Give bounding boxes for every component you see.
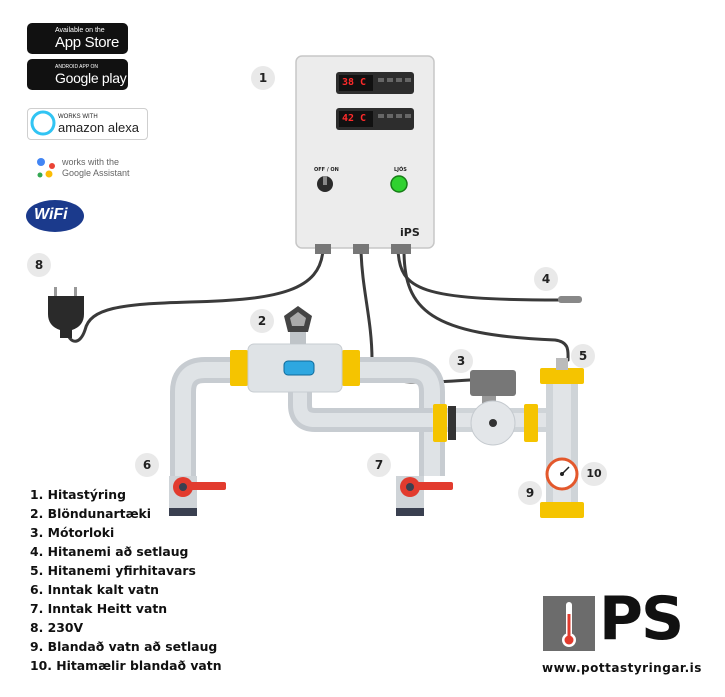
brand-logo-text: PS (599, 584, 684, 654)
app-store-small-text: Available on the (55, 27, 105, 34)
component-legend: 1. Hitastýring 2. Blöndunartæki 3. Mótor… (30, 485, 222, 675)
wifi-label: WiFi (34, 206, 68, 223)
google-assistant-icon (37, 158, 55, 178)
marker-6: 6 (135, 453, 159, 477)
legend-item-2: 2. Blöndunartæki (30, 506, 152, 521)
google-play-badge[interactable]: ANDROID APP ON Google play (27, 59, 128, 90)
legend-item-9: 9. Blandað vatn að setlaug (30, 639, 218, 654)
marker-7: 7 (367, 453, 391, 477)
assistant-line-1: works with the (62, 157, 120, 167)
marker-5: 5 (571, 344, 595, 368)
app-store-badge[interactable]: Available on the App Store (27, 23, 128, 54)
legend-item-6: 6. Inntak kalt vatn (30, 582, 160, 597)
marker-10: 10 (581, 462, 607, 486)
sensor-probe-4 (558, 296, 582, 303)
marker-2: 2 (250, 309, 274, 333)
thermometer (545, 457, 579, 491)
google-assistant-badge[interactable]: works with the Google Assistant (62, 156, 152, 180)
power-plug (48, 287, 84, 338)
marker-4: 4 (534, 267, 558, 291)
alexa-icon (30, 110, 56, 136)
google-play-small-text: ANDROID APP ON (55, 64, 98, 70)
alexa-small-text: WORKS WITH (58, 114, 98, 120)
marker-1: 1 (251, 66, 275, 90)
cold-inlet-valve (169, 476, 226, 516)
app-store-big-text: App Store (55, 34, 120, 51)
controller-box (295, 55, 435, 254)
power-cable (64, 248, 325, 343)
google-play-big-text: Google play (55, 70, 127, 86)
mixing-valve (230, 306, 360, 393)
sensor-cable-pool (396, 248, 562, 302)
lamp-indicator (390, 175, 408, 193)
switch-label: OFF / ON (314, 167, 339, 173)
marker-8: 8 (27, 253, 51, 277)
assistant-line-2: Google Assistant (62, 168, 130, 178)
overheat-sensor (540, 358, 584, 384)
motor-valve (433, 370, 538, 446)
alexa-big-text: amazon alexa (58, 120, 139, 135)
legend-item-4: 4. Hitanemi að setlaug (30, 544, 189, 559)
ips-logo-mark (543, 596, 595, 651)
sensor-cable-overheat (402, 248, 570, 362)
legend-item-3: 3. Mótorloki (30, 525, 115, 540)
wifi-icon (26, 200, 84, 232)
motor-cable (359, 248, 374, 362)
legend-item-5: 5. Hitanemi yfirhitavars (30, 563, 196, 578)
display-bottom-value: 42 C (342, 113, 367, 124)
lamp-label: LJÓS (394, 167, 407, 173)
legend-item-1: 1. Hitastýring (30, 487, 126, 502)
alexa-badge[interactable]: WORKS WITH amazon alexa (27, 108, 148, 140)
legend-item-10: 10. Hitamælir blandað vatn (30, 658, 222, 673)
hot-inlet-valve (396, 476, 453, 516)
display-top-value: 38 C (342, 77, 367, 88)
mixed-outlet-fitting (540, 502, 584, 518)
legend-item-7: 7. Inntak Heitt vatn (30, 601, 168, 616)
website-link[interactable]: www.pottastyringar.is (542, 661, 702, 675)
marker-9: 9 (518, 481, 542, 505)
marker-3: 3 (449, 349, 473, 373)
legend-item-8: 8. 230V (30, 620, 84, 635)
controller-brand: iPS (400, 226, 420, 239)
